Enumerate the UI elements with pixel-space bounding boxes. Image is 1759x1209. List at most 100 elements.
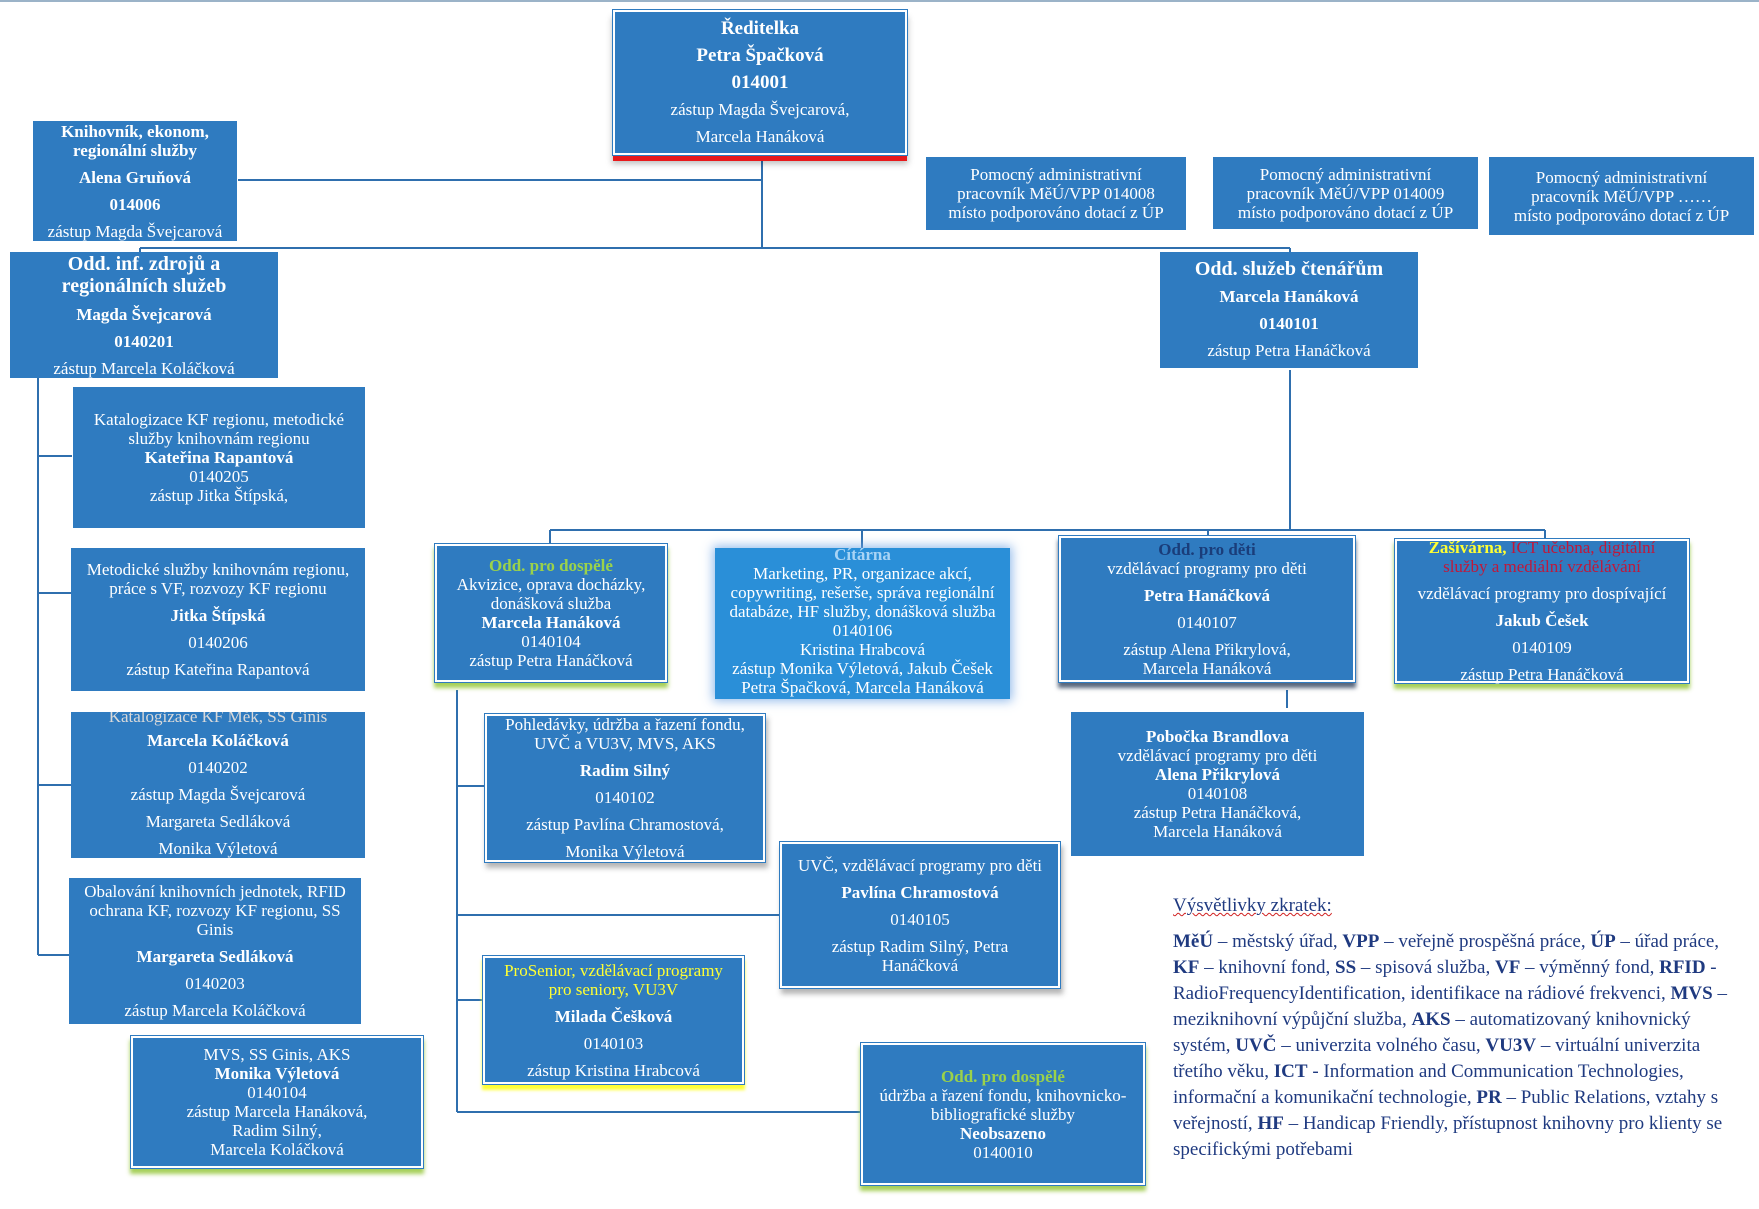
librarian-name: Alena Gruňová (79, 167, 191, 187)
dept-children-title: Odd. pro děti (1158, 540, 1256, 559)
box-0140206-name: Jitka Štípská (170, 606, 266, 625)
box-0140105-code: 0140105 (890, 909, 950, 929)
dept-readers-code: 0140101 (1259, 314, 1319, 333)
box-0140102: Pohledávky, údržba a řazení fondu, UVČ a… (484, 713, 766, 863)
legend-abbr: HF (1257, 1113, 1284, 1134)
legend-text: – městský úřad, (1213, 931, 1343, 952)
legend-abbr: ICT (1273, 1061, 1308, 1082)
dept-adult-line-1: Akvizice, oprava docházky, (456, 575, 646, 594)
box-0140102-line-2: UVČ a VU3V, MVS, AKS (534, 734, 716, 753)
box-0140105-name: Pavlína Chramostová (841, 882, 999, 902)
maker-title-bold: Zašívárna, (1428, 538, 1507, 557)
maker-space-box: Zašívárna, ICT učebna, digitální služby … (1394, 538, 1690, 684)
reading-room-deputy-2: Petra Špačková, Marcela Hanáková (741, 677, 984, 697)
aux-2-line-1: Pomocný administrativní (1259, 164, 1432, 184)
dept-readers-box: Odd. služeb čtenářům Marcela Hanáková 01… (1160, 252, 1418, 368)
dept-info-deputy: zástup Marcela Koláčková (53, 358, 235, 378)
dept-adult-line-2: donášková služba (490, 594, 612, 613)
director-title: Ředitelka (720, 18, 800, 39)
aux-worker-box-1: Pomocný administrativní pracovník MěÚ/VP… (926, 157, 1186, 230)
box-0140203-name: Margareta Sedláková (136, 947, 294, 966)
maker-line-1: vzdělávací programy pro dospívající (1417, 584, 1667, 603)
aux-2-line-3: místo podporováno dotací z ÚP (1237, 202, 1454, 222)
branch-deputy-1: zástup Petra Hanáčková, (1133, 803, 1302, 822)
branch-code: 0140108 (1187, 784, 1248, 803)
dept-children-line-1: vzdělávací programy pro děti (1107, 559, 1307, 578)
box-prosenior-0140103: ProSenior, vzdělávací programy pro senio… (482, 955, 745, 1085)
legend-text: – Handicap Friendly, přístupnost knihovn… (1173, 1113, 1723, 1160)
maker-deputy: zástup Petra Hanáčková (1460, 665, 1624, 684)
branch-name: Alena Přikrylová (1154, 765, 1281, 784)
vacant-code: 0140010 (973, 1142, 1033, 1162)
box-0140206: Metodické služby knihovnám regionu, prác… (71, 548, 365, 691)
reading-room-box: Čítárna Marketing, PR, organizace akcí, … (715, 548, 1010, 699)
box-0140206-line-2: práce s VF, rozvozy KF regionu (109, 579, 327, 598)
mvs-deputy-1: zástup Marcela Hanáková, (186, 1102, 368, 1121)
legend-text: – knihovní fond, (1199, 957, 1336, 978)
box-0140206-deputy: zástup Kateřina Rapantová (126, 660, 310, 679)
legend-text: – výměnný fond, (1520, 957, 1660, 978)
director-box: Ředitelka Petra Špačková 014001 zástup M… (612, 9, 908, 156)
branch-brandlova-box: Pobočka Brandlova vzdělávací programy pr… (1071, 712, 1364, 856)
dept-children-box: Odd. pro děti vzdělávací programy pro dě… (1058, 535, 1356, 683)
senior-name: Milada Češková (554, 1006, 673, 1026)
dept-adult-name: Marcela Hanáková (481, 613, 621, 632)
maker-name: Jakub Češek (1495, 611, 1589, 630)
box-0140202: Katalogizace KF Měk, SS Ginis Marcela Ko… (71, 712, 365, 858)
legend-abbr: KF (1173, 957, 1200, 978)
branch-title: Pobočka Brandlova (1145, 727, 1290, 746)
box-0140102-name: Radim Silný (579, 761, 671, 780)
legend-abbr: RFID (1659, 957, 1706, 978)
legend-text: - RadioFrequencyIdentification, identifi… (1173, 957, 1717, 1004)
box-0140102-deputy-2: Monika Výletová (565, 842, 685, 861)
librarian-role-1: Knihovník, ekonom, (61, 121, 209, 141)
legend-abbr: MěÚ (1173, 931, 1214, 952)
dept-readers-title: Odd. služeb čtenářům (1194, 258, 1384, 280)
legend-abbr: UVČ (1235, 1035, 1277, 1056)
aux-3-line-2: pracovník MěÚ/VPP …… (1531, 186, 1712, 206)
aux-3-line-3: místo podporováno dotací z ÚP (1513, 205, 1730, 225)
senior-line-1: ProSenior, vzdělávací programy (504, 960, 723, 980)
vacant-line-1: údržba a řazení fondu, knihovnicko- (879, 1085, 1127, 1105)
legend-abbr: VF (1494, 957, 1521, 978)
aux-2-line-2: pracovník MěÚ/VPP 014009 (1246, 183, 1445, 203)
senior-line-2: pro seniory, VU3V (548, 979, 679, 999)
aux-worker-box-2: Pomocný administrativní pracovník MěÚ/VP… (1213, 157, 1478, 229)
senior-code: 0140103 (583, 1033, 644, 1053)
dept-info-name: Magda Švejcarová (76, 304, 212, 324)
box-mvs-0140104: MVS, SS Ginis, AKS Monika Výletová 01401… (130, 1035, 424, 1169)
librarian-box: Knihovník, ekonom, regionální služby Ale… (33, 121, 237, 241)
legend-text: - Information and Communication Technolo… (1173, 1061, 1684, 1108)
aux-3-line-1: Pomocný administrativní (1535, 167, 1708, 187)
legend-abbr: SS (1335, 957, 1357, 978)
director-name: Petra Špačková (696, 45, 824, 66)
reading-room-name: Kristina Hrabcová (799, 639, 926, 659)
reading-room-deputy-1: zástup Monika Výletová, Jakub Češek (732, 658, 993, 678)
maker-code: 0140109 (1512, 638, 1572, 657)
vacant-name: Neobsazeno (960, 1123, 1046, 1143)
maker-title-rest: ICT učebna, digitální (1506, 538, 1656, 557)
mvs-deputy-2: Radim Silný, (232, 1121, 322, 1140)
top-rule (0, 0, 1759, 2)
legend-text: – meziknihovní výpůjční služba, (1173, 983, 1727, 1030)
branch-deputy-2: Marcela Hanáková (1153, 822, 1282, 841)
box-0140202-deputy: zástup Magda Švejcarová (130, 785, 306, 804)
box-0140203: Obalování knihovních jednotek, RFID ochr… (69, 878, 361, 1024)
librarian-role-2: regionální služby (73, 140, 197, 160)
box-0140205-name: Kateřina Rapantová (144, 448, 294, 467)
box-0140102-deputy-1: zástup Pavlína Chramostová, (526, 815, 724, 834)
legend-title: Výsvětlivky zkratek: (1173, 895, 1332, 916)
box-0140102-code: 0140102 (595, 788, 655, 807)
dept-adult-deputy: zástup Petra Hanáčková (469, 651, 633, 670)
box-0140105-deputy-2: Hanáčková (881, 955, 959, 975)
box-0140202-deputy-3: Monika Výletová (158, 839, 278, 858)
director-deputy-2: Marcela Hanáková (695, 127, 825, 146)
box-0140203-line-1: Obalování knihovních jednotek, RFID (84, 882, 346, 901)
reading-room-title: Čítárna (834, 548, 891, 564)
legend-text: – Public Relations, vztahy s veřejností, (1173, 1087, 1719, 1134)
legend-abbr: VPP (1342, 931, 1380, 952)
dept-adult-code: 0140104 (521, 632, 581, 651)
dept-adult-title: Odd. pro dospělé (489, 556, 613, 575)
box-0140105-line-1: UVČ, vzdělávací programy pro děti (797, 855, 1043, 875)
